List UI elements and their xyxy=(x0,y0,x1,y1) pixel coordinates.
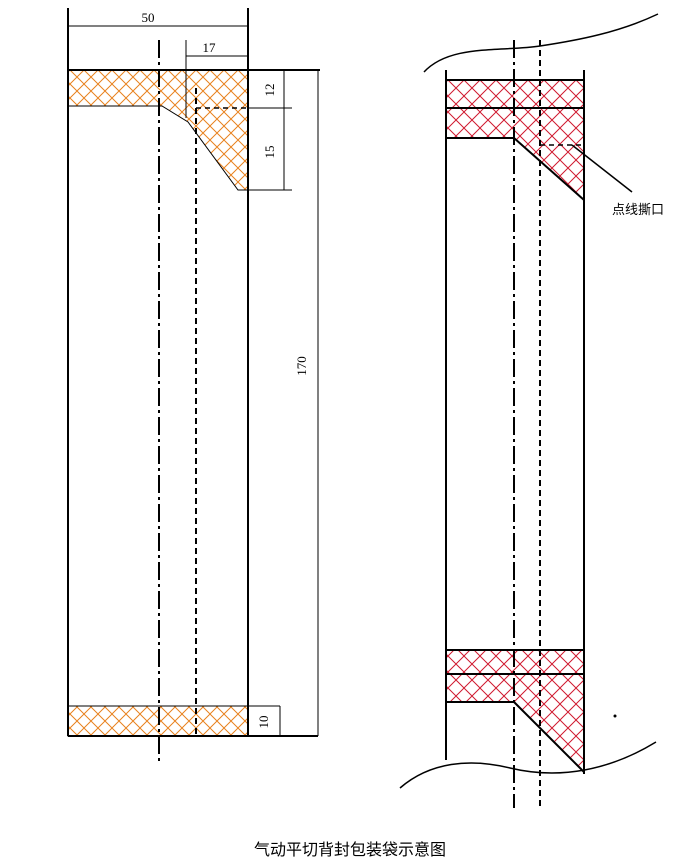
stray-dot xyxy=(613,714,617,718)
left-view: 50 17 12 15 170 10 xyxy=(67,8,320,762)
right-taper-bottom xyxy=(513,701,585,773)
dim-top-seal-label: 12 xyxy=(262,84,277,97)
callout-label: 点线撕口 xyxy=(612,203,664,218)
dim-tear-offset-label: 17 xyxy=(203,40,217,55)
dim-width-label: 50 xyxy=(142,10,155,25)
callout-leader xyxy=(571,144,633,193)
right-taper-top xyxy=(513,137,585,201)
figure-caption: 气动平切背封包装袋示意图 xyxy=(253,840,446,859)
dim-length-label: 170 xyxy=(294,356,309,376)
bottom-break-line xyxy=(399,741,657,789)
dim-bottom-seal-label: 10 xyxy=(256,716,271,729)
dim-taper-label: 15 xyxy=(262,146,277,159)
right-view: 点线撕口 xyxy=(399,13,664,808)
